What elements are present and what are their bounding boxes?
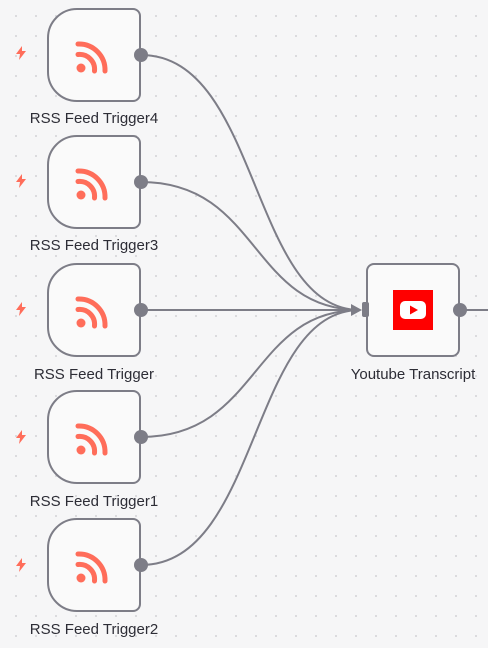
connection-edge[interactable] xyxy=(140,54,361,311)
rss-feed-trigger2-node[interactable] xyxy=(47,518,148,612)
rss-icon xyxy=(75,41,108,74)
output-handle[interactable] xyxy=(134,303,148,317)
node-label: RSS Feed Trigger xyxy=(33,366,155,383)
youtube-icon xyxy=(393,290,433,330)
output-handle[interactable] xyxy=(134,430,148,444)
rss-feed-trigger-node[interactable] xyxy=(47,263,148,357)
node-label: Youtube Transcript xyxy=(350,366,476,383)
trigger-bolt-icon xyxy=(16,430,26,444)
rss-feed-trigger4-node[interactable] xyxy=(47,8,148,102)
youtube-play-icon xyxy=(400,301,426,319)
node-label: RSS Feed Trigger2 xyxy=(29,621,159,638)
input-handle[interactable] xyxy=(362,302,369,317)
rss-feed-trigger1-node[interactable] xyxy=(47,390,148,484)
output-handle[interactable] xyxy=(134,175,148,189)
node-label: RSS Feed Trigger1 xyxy=(29,493,159,510)
trigger-bolt-icon xyxy=(16,46,26,60)
rss-icon xyxy=(75,423,108,456)
rss-feed-trigger3-node[interactable] xyxy=(47,135,148,229)
trigger-bolt-icon xyxy=(16,558,26,572)
node-label: RSS Feed Trigger3 xyxy=(29,237,159,254)
youtube-transcript-node[interactable] xyxy=(362,263,467,357)
rss-icon xyxy=(75,168,108,201)
rss-icon xyxy=(75,296,108,329)
connection-edge[interactable] xyxy=(140,309,361,438)
node-label: RSS Feed Trigger4 xyxy=(29,110,159,127)
output-handle[interactable] xyxy=(134,48,148,62)
connection-edge[interactable] xyxy=(140,309,361,566)
arrowhead-icon xyxy=(351,304,362,316)
trigger-bolt-icon xyxy=(16,174,26,188)
trigger-bolt-icon xyxy=(16,302,26,316)
connection-edge[interactable] xyxy=(140,181,361,311)
rss-icon xyxy=(75,551,108,584)
output-handle[interactable] xyxy=(453,303,467,317)
output-handle[interactable] xyxy=(134,558,148,572)
